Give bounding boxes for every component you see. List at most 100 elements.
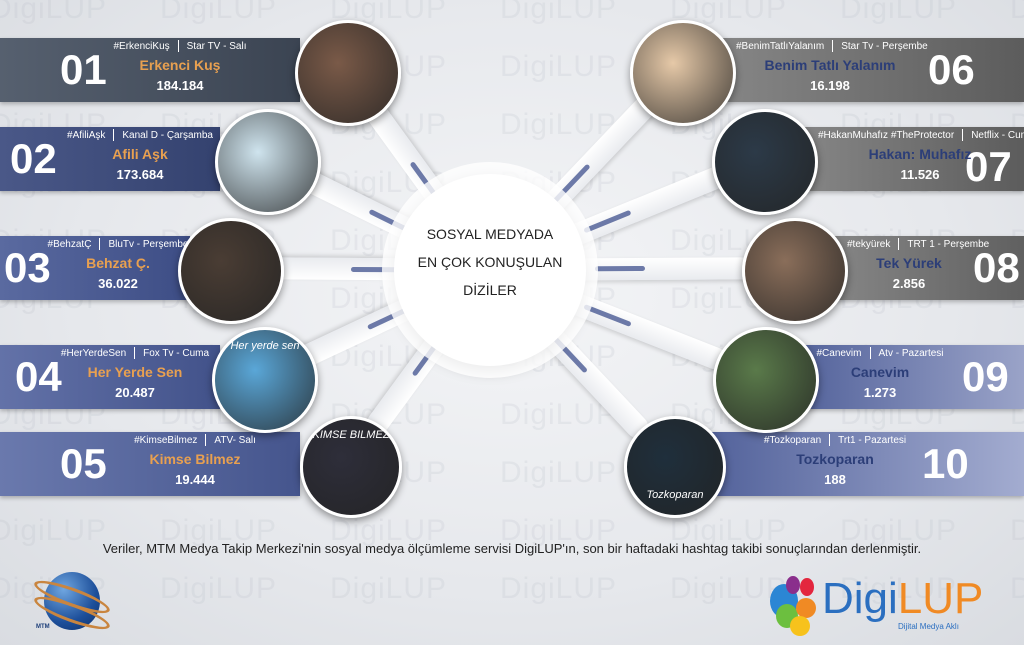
series-poster [712, 109, 818, 215]
separator [177, 40, 179, 53]
watermark-text: DigiLUP [840, 514, 958, 547]
mention-count: 19.444 [175, 472, 215, 487]
digilup-tagline: Dijital Medya Aklı [898, 622, 959, 631]
hashtag: #ErkenciKuş [113, 41, 170, 52]
rank-number: 05 [60, 440, 107, 487]
footer-note: Veriler, MTM Medya Takip Merkezi'nin sos… [102, 541, 922, 556]
mention-count: 184.184 [156, 78, 204, 93]
digilup-logo-lup: LUP [897, 574, 984, 623]
rank-number: 10 [922, 440, 969, 487]
watermark-text: DigiLUP [0, 514, 108, 547]
poster-title: KIMSE BILMEZ [312, 429, 390, 441]
watermark-text: DigiLUP [500, 0, 618, 25]
series-title: Her Yerde Sen [87, 364, 183, 380]
series-poster: Tozkoparan [624, 416, 726, 518]
channel-day: Star TV - Salı [186, 41, 247, 52]
watermark-text: DigiLUP [1010, 0, 1024, 25]
channel-day: Atv - Pazartesi [878, 348, 944, 359]
watermark-text: DigiLUP [160, 572, 278, 605]
logo-dot-icon [796, 598, 816, 618]
separator [113, 129, 115, 142]
series-title: Afili Aşk [112, 146, 168, 162]
hashtag: #Tozkoparan [763, 435, 822, 446]
rank-number: 01 [60, 46, 107, 93]
watermark-text: DigiLUP [330, 572, 448, 605]
ranking-bar-02 [0, 127, 220, 191]
ranking-bar-06 [690, 38, 1024, 102]
globe-icon [44, 572, 100, 630]
watermark-text: DigiLUP [0, 0, 108, 25]
series-meta: #Canevim Atv - Pazartesi [770, 347, 990, 361]
spoke-accent [582, 209, 632, 234]
rank-number: 02 [10, 135, 57, 182]
ranking-bar-04 [0, 345, 220, 409]
mention-count: 11.526 [900, 167, 940, 182]
logo-dot-icon [790, 616, 810, 636]
watermark-text: DigiLUP [160, 0, 278, 25]
mention-count: 188 [824, 472, 846, 487]
channel-day: Fox Tv - Cuma [143, 348, 210, 359]
channel-day: Star Tv - Perşembe [841, 41, 928, 52]
rank-number: 03 [4, 244, 51, 291]
watermark-text: DigiLUP [500, 572, 618, 605]
separator [898, 238, 900, 251]
hashtag: #Canevim [816, 348, 862, 359]
series-poster: KIMSE BILMEZ [300, 416, 402, 518]
watermark-text: DigiLUP [500, 108, 618, 141]
series-meta: #ErkenciKuş Star TV - Salı [70, 40, 290, 54]
mention-count: 173.684 [116, 167, 164, 182]
separator [869, 347, 871, 360]
ranking-bar-03 [0, 236, 190, 300]
separator [832, 40, 834, 53]
digilup-logo: DigiLUP Dijital Medya Aklı [768, 574, 1008, 638]
rank-number: 08 [973, 244, 1020, 291]
poster-title: Her yerde sen [230, 340, 300, 352]
digilup-logo-digi: Digi [822, 574, 898, 623]
watermark-text: DigiLUP [670, 514, 788, 547]
separator [205, 434, 207, 447]
mtm-logo-text: MTM [36, 624, 50, 630]
watermark-text: DigiLUP [500, 398, 618, 431]
rank-number: 07 [965, 143, 1012, 190]
separator [134, 347, 136, 360]
spoke-accent [583, 304, 632, 328]
series-poster [713, 327, 819, 433]
spoke-accent [594, 265, 645, 272]
mention-count: 2.856 [892, 276, 926, 291]
mtm-logo: MTM [30, 570, 113, 636]
watermark-text: DigiLUP [1010, 514, 1024, 547]
center-title-line-3: DİZİLER [463, 282, 517, 298]
center-title-line-1: SOSYAL MEDYADA [426, 226, 554, 242]
watermark-text: DigiLUP [1010, 572, 1024, 605]
center-title-line-2: EN ÇOK KONUŞULAN [417, 254, 563, 270]
series-title: Hakan: Muhafız [868, 146, 972, 162]
channel-day: Netflix - Cuma [971, 130, 1024, 141]
mention-count: 16.198 [810, 78, 850, 93]
hashtag: #tekyürek [847, 239, 891, 250]
hashtag: #BehzatÇ [47, 239, 92, 250]
poster-title: Tozkoparan [646, 489, 704, 501]
series-poster [295, 20, 401, 126]
series-poster [630, 20, 736, 126]
rank-number: 06 [928, 46, 975, 93]
mention-count: 20.487 [115, 385, 155, 400]
channel-day: BluTv - Perşembe [108, 239, 189, 250]
series-title: Tek Yürek [876, 255, 942, 271]
series-title: Erkenci Kuş [139, 57, 221, 73]
ranking-bar-10 [690, 432, 1024, 496]
series-poster [742, 218, 848, 324]
mention-count: 36.022 [98, 276, 138, 291]
